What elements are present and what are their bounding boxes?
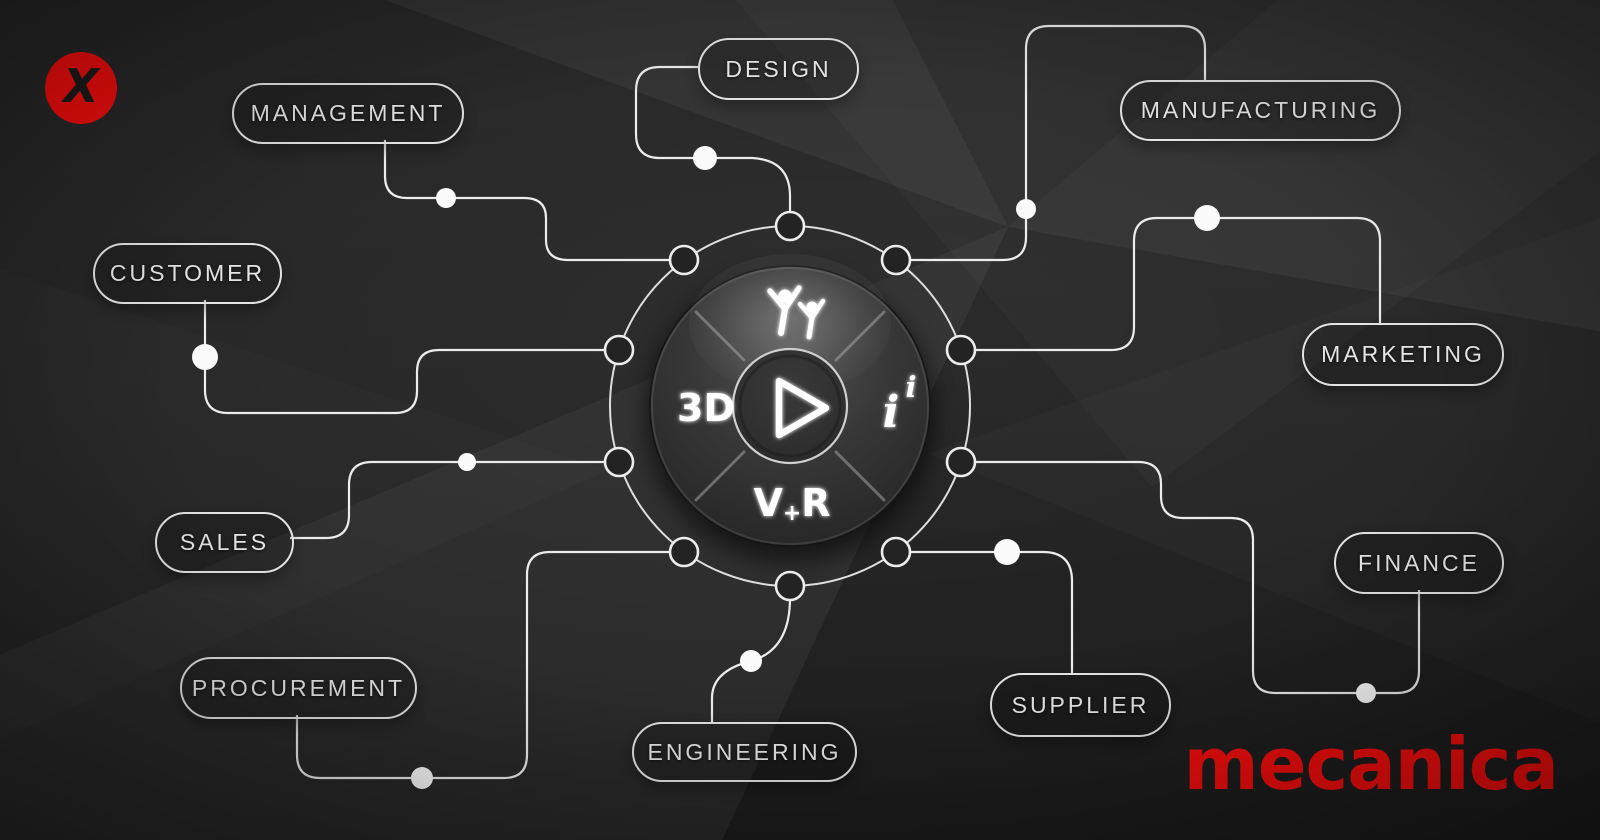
- connector-dot: [693, 146, 717, 170]
- connector-dot: [1194, 205, 1220, 231]
- people-icon: [767, 285, 826, 340]
- connector-dot: [740, 650, 762, 672]
- hub-vr-plus: +: [783, 501, 801, 526]
- connector-dot: [458, 453, 476, 471]
- connector-supplier: [896, 550, 1074, 673]
- ring-node-engineering: [774, 570, 806, 602]
- ring-node-customer: [603, 334, 635, 366]
- ring-node-marketing: [945, 334, 977, 366]
- connector-dot: [1016, 199, 1036, 219]
- ring-node-finance: [945, 446, 977, 478]
- connector-customer: [203, 300, 619, 415]
- connector-dot: [436, 188, 456, 208]
- x-mark-icon: X: [63, 59, 99, 113]
- pill-finance-label: FINANCE: [1358, 549, 1480, 576]
- pill-management-label: MANAGEMENT: [250, 100, 446, 126]
- pill-design-label: DESIGN: [725, 55, 832, 82]
- hub-dome-highlight: [689, 254, 891, 394]
- connector-procurement: [295, 550, 684, 780]
- connector-manufacturing: [896, 24, 1207, 262]
- pill-manufacturing: MANUFACTURING: [1120, 80, 1401, 141]
- connector-dot: [411, 767, 433, 789]
- hub-vr-v: V: [753, 481, 783, 525]
- hub-3d-label: 3D: [677, 386, 735, 430]
- pill-customer-label: CUSTOMER: [109, 260, 266, 286]
- connector-marketing: [961, 216, 1382, 352]
- pill-sales-label: SALES: [179, 529, 270, 555]
- pill-customer: CUSTOMER: [93, 243, 282, 304]
- connector-finance: [961, 460, 1421, 695]
- connector-management: [383, 140, 684, 262]
- pill-finance: FINANCE: [1334, 532, 1504, 594]
- pill-manufacturing-label: MANUFACTURING: [1140, 97, 1381, 123]
- hub-vr-r: R: [801, 481, 830, 525]
- ring-node-procurement: [668, 536, 700, 568]
- hub-ii-label-sup: i: [905, 370, 916, 404]
- hub-quadrant-rays: [694, 310, 886, 502]
- pill-supplier-label: SUPPLIER: [1011, 691, 1150, 718]
- ring-node-manufacturing: [880, 244, 912, 276]
- connector-sales: [290, 460, 619, 540]
- hub-ii-label-main: i: [883, 387, 900, 438]
- pill-marketing-label: MARKETING: [1321, 341, 1485, 367]
- ring-nodes: [603, 210, 977, 602]
- ring-node-supplier: [880, 536, 912, 568]
- hub-vr-label: V+R: [753, 481, 830, 526]
- pill-procurement-label: PROCUREMENT: [191, 674, 406, 701]
- connector-design: [634, 65, 792, 226]
- hub: 3D i i V+R: [644, 254, 936, 562]
- connector-dot: [1356, 683, 1376, 703]
- pill-marketing: MARKETING: [1302, 323, 1504, 386]
- play-icon: [775, 377, 830, 439]
- ring-node-design: [774, 210, 806, 242]
- connector-dots: [192, 146, 1376, 789]
- pill-design: DESIGN: [698, 38, 859, 100]
- ring-node-management: [668, 244, 700, 276]
- pill-engineering-label: ENGINEERING: [647, 738, 842, 765]
- hub-center-circle: [731, 347, 849, 465]
- pill-sales: SALES: [155, 512, 294, 573]
- pill-management: MANAGEMENT: [232, 83, 464, 144]
- hub-center-inner-ring: [738, 354, 842, 458]
- pill-procurement: PROCUREMENT: [180, 657, 417, 719]
- connector-dot: [192, 344, 218, 370]
- mecanica-wordmark: mecanica: [1183, 722, 1559, 806]
- pill-engineering: ENGINEERING: [632, 722, 857, 782]
- connector-dot: [994, 539, 1020, 565]
- x-logo: X: [45, 52, 117, 124]
- ring-node-sales: [603, 446, 635, 478]
- pill-supplier: SUPPLIER: [990, 673, 1171, 737]
